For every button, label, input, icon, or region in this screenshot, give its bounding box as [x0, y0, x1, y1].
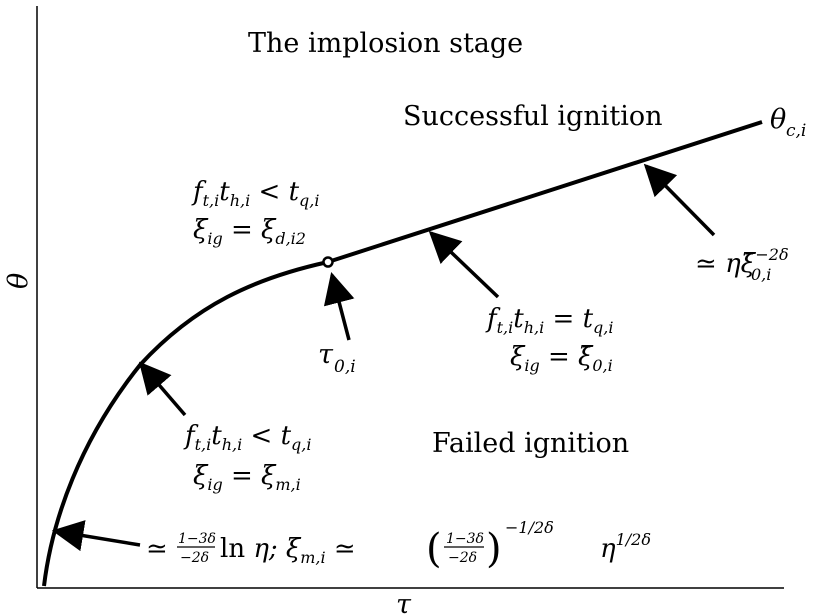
asymptote-lower-approx: ≃ — [146, 534, 168, 564]
frac1-den: −2δ — [180, 550, 209, 566]
frac1-num: 1−3δ — [178, 531, 216, 547]
condition-upper-line2: ξig = ξd,i2 — [193, 215, 306, 248]
point-label: τ 0,i — [318, 339, 356, 377]
frac2-den: −2δ — [448, 550, 477, 566]
curve-label-sub: c,i — [786, 121, 806, 141]
condition-middle: ft,ith,i = tq,i ξig = ξ̄0,i — [485, 304, 613, 375]
curve-label: θ c,i — [770, 104, 806, 141]
condition-lower-line1: ft,ith,i < tq,i — [183, 421, 311, 454]
y-axis-label: θ — [3, 273, 34, 289]
asymptote-upper-expr: ≃ ηξ̄0,i−2δ — [695, 245, 789, 284]
condition-middle-line1: ft,ith,i = tq,i — [485, 304, 613, 337]
arrow-lower-condition — [138, 361, 187, 417]
asymptote-upper: ≃ ηξ̄0,i−2δ — [695, 245, 789, 284]
region-label-lower: Failed ignition — [432, 428, 629, 459]
condition-upper-line1: ft,ith,i < tq,i — [191, 177, 319, 210]
arrow-middle-condition — [428, 230, 500, 299]
tangency-point — [322, 256, 334, 268]
paren-close: ) — [486, 526, 502, 572]
x-axis-label: τ — [396, 589, 412, 616]
condition-middle-line2: ξig = ξ̄0,i — [510, 342, 613, 375]
asymptote-lower: ≃ 1−3δ −2δ ln η; ξm,i ≃ ( 1−3δ −2δ ) −1/… — [146, 518, 651, 572]
condition-upper: ft,ith,i < tq,i ξig = ξd,i2 — [191, 177, 319, 248]
frac2-num: 1−3δ — [446, 531, 484, 547]
paren-open: ( — [426, 526, 442, 572]
curve-label-main: θ — [770, 104, 786, 135]
ignition-boundary-curve — [42, 120, 763, 587]
arrow-upper-asymptote — [643, 163, 716, 237]
ln-eta: ln η; ξm,i ≃ — [220, 534, 356, 567]
region-label-upper: Successful ignition — [403, 101, 663, 132]
arrow-lower-asymptote — [51, 520, 141, 552]
exp-outer: −1/2δ — [505, 518, 554, 537]
point-label-sub: 0,i — [334, 357, 356, 377]
condition-lower: ft,ith,i < tq,i ξig = ξm,i — [183, 421, 311, 494]
eta-power: η1/2δ — [600, 530, 651, 564]
arrow-tangency-point — [323, 271, 355, 341]
condition-lower-line2: ξig = ξm,i — [193, 461, 301, 494]
point-label-main: τ — [318, 339, 334, 370]
diagram-title: The implosion stage — [248, 28, 523, 59]
